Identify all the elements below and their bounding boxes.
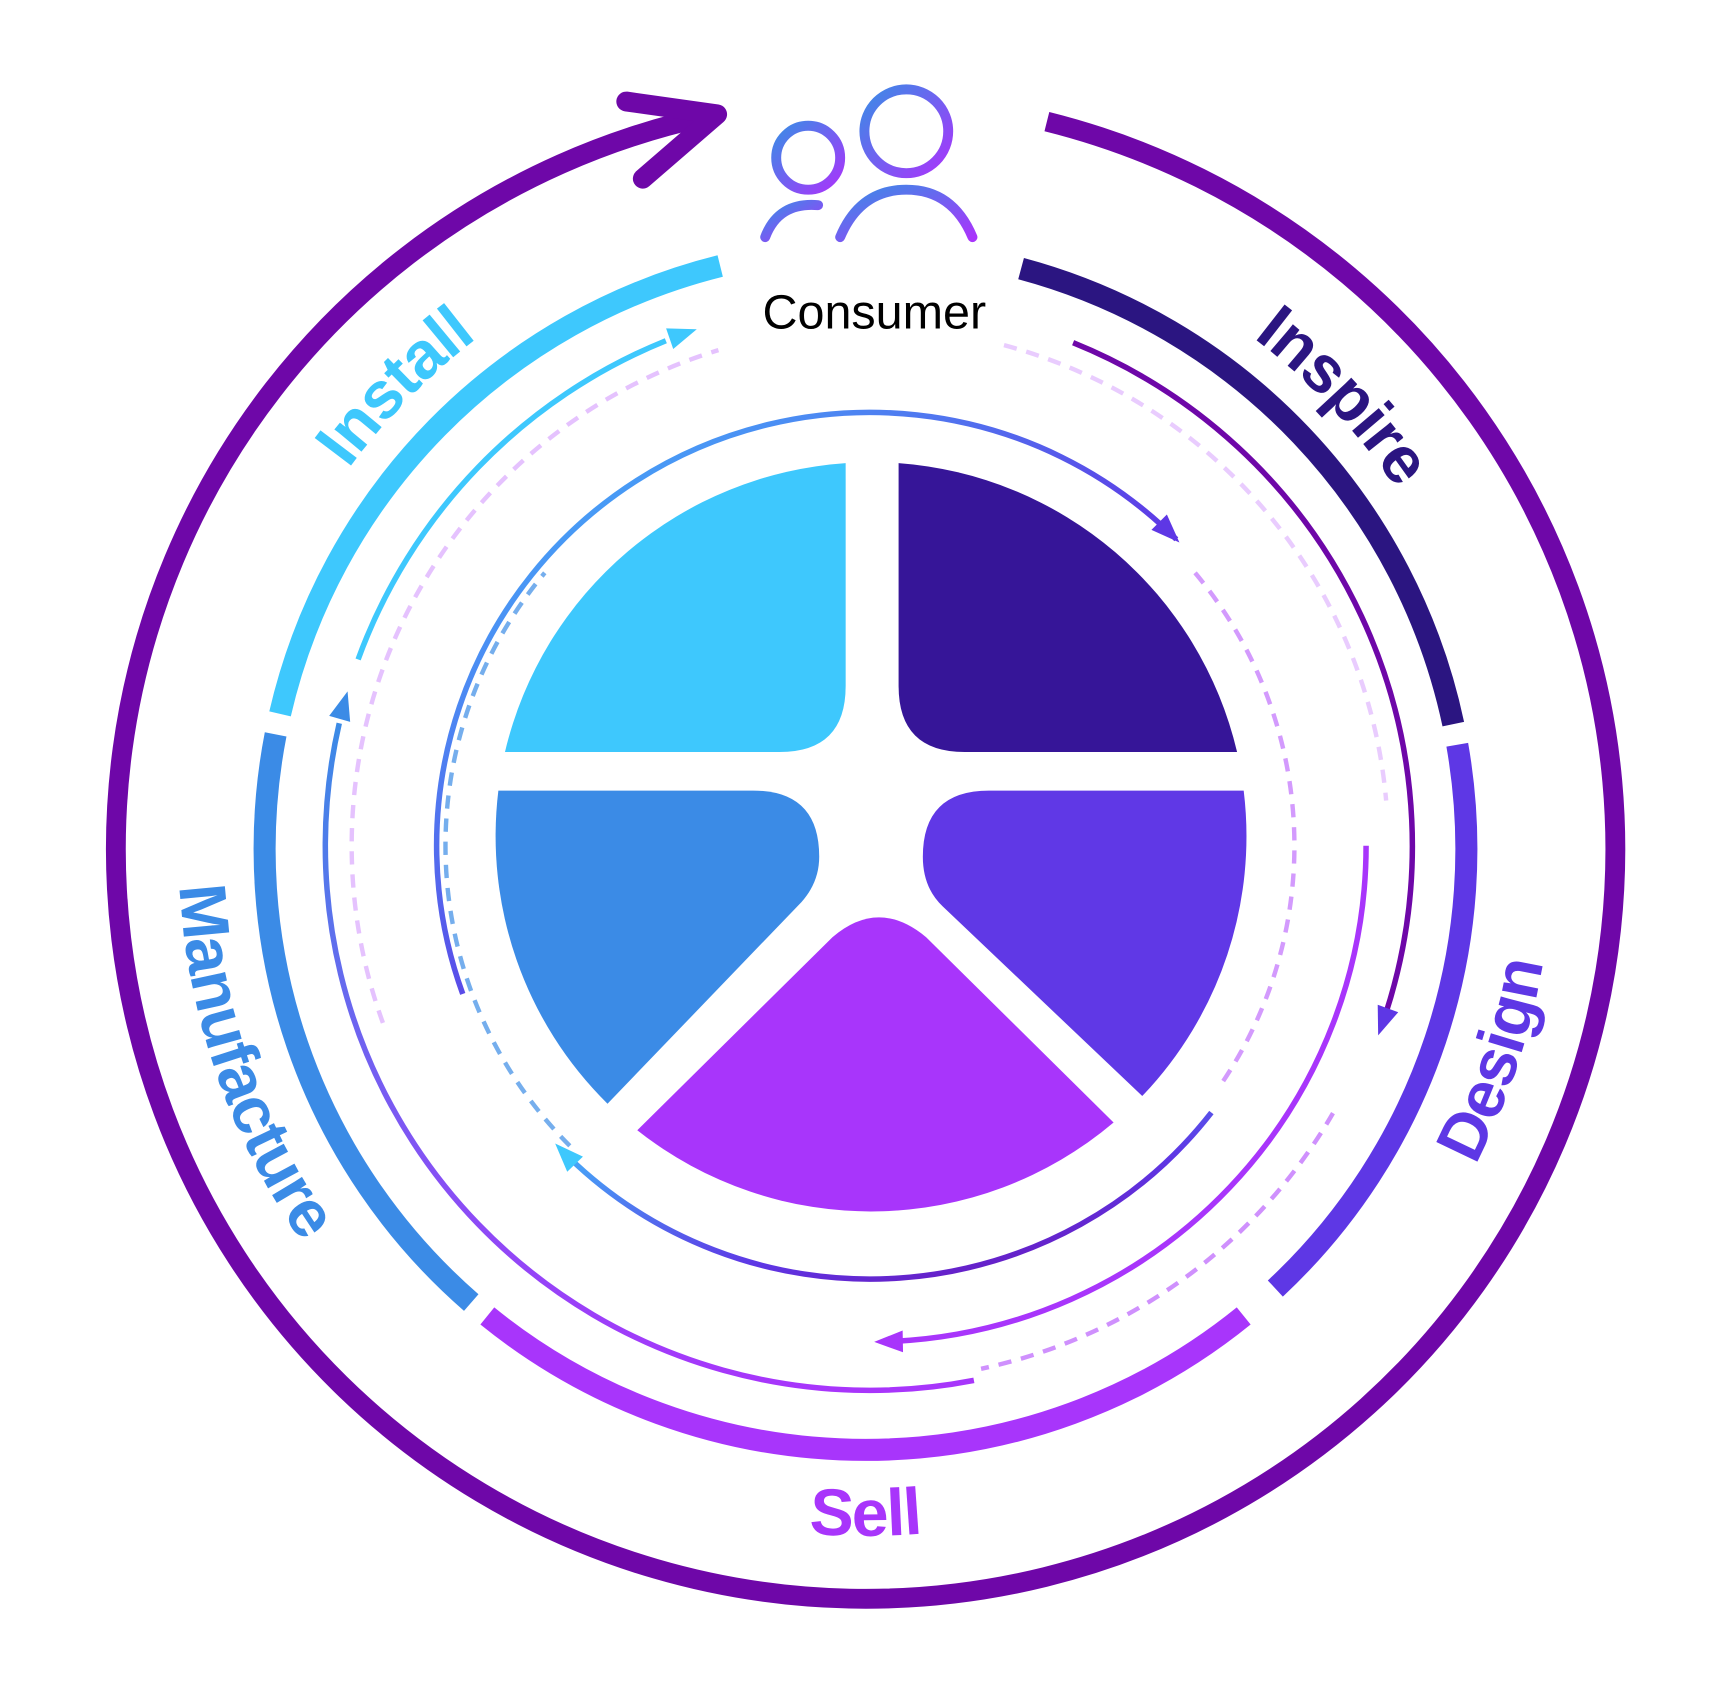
- sell-flow-arc: [895, 845, 1369, 1344]
- consumer-label: Consumer: [762, 286, 986, 340]
- stage-label-sell-text: Sell: [808, 1475, 924, 1551]
- flow-arrows: [322, 328, 1416, 1394]
- dashed-arc-upper-right: [1003, 343, 1389, 801]
- dashed-arc-upper-left: [349, 348, 720, 1024]
- arrowhead-icon: [1151, 514, 1180, 543]
- inner-dashed-arc-left: [443, 571, 572, 1148]
- arrowhead-icon: [1377, 1004, 1399, 1036]
- arrowhead-icon: [329, 691, 351, 722]
- segment-sell[interactable]: [480, 1307, 1251, 1461]
- outer-cycle-ring: [105, 91, 1626, 1609]
- inner-flow-arc-top: [433, 409, 1179, 995]
- inner-flow-arc-bottom: [567, 1110, 1214, 1282]
- pie-slice-left[interactable]: [495, 790, 820, 1104]
- segment-design[interactable]: [1267, 742, 1478, 1297]
- pie-slice-right[interactable]: [922, 790, 1247, 1097]
- outer-ring-arc: [105, 104, 1626, 1609]
- pie-slice-top-right[interactable]: [898, 463, 1238, 753]
- segment-inspire[interactable]: [1018, 258, 1465, 727]
- users-icon: [760, 84, 978, 243]
- install-flow-arc: [355, 338, 667, 661]
- design-flow-arc: [1072, 340, 1416, 1015]
- pie-slice-bottom[interactable]: [637, 917, 1114, 1212]
- manufacture-flow-arc: [322, 722, 975, 1394]
- pie-slice-top-left[interactable]: [504, 463, 846, 753]
- stage-segments: [253, 255, 1478, 1461]
- arrowhead-icon: [874, 1330, 904, 1353]
- stage-label-sell: Sell: [808, 1475, 923, 1551]
- pie-chart: [495, 463, 1247, 1212]
- inner-dashed-arc-right: [1193, 571, 1297, 1091]
- outer-ring-arrowhead-icon: [616, 91, 728, 189]
- segment-manufacture[interactable]: [253, 732, 479, 1311]
- arrowhead-icon: [555, 1143, 583, 1172]
- arrowhead-icon: [666, 328, 697, 349]
- segment-install[interactable]: [269, 255, 723, 717]
